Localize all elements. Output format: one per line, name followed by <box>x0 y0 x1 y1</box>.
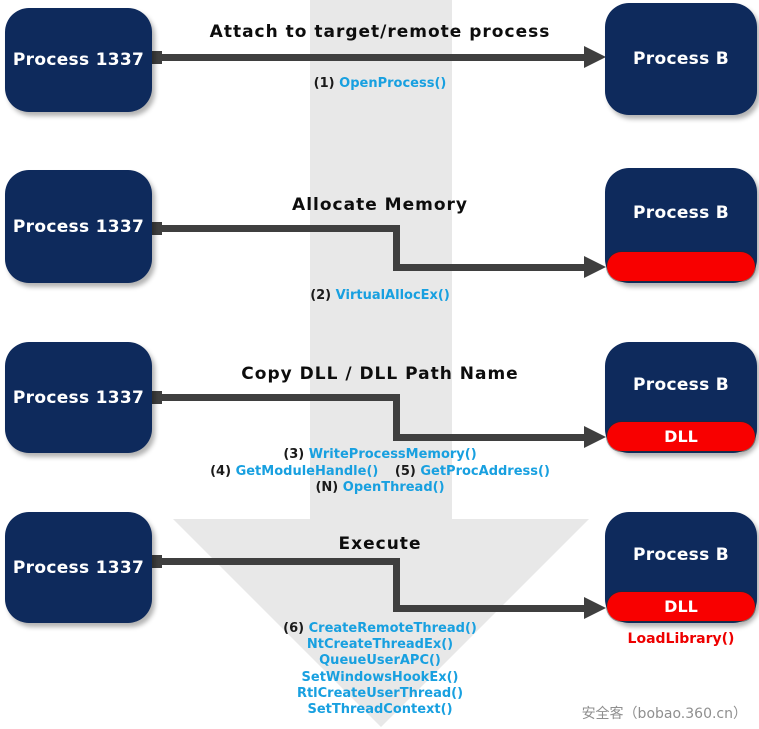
call-number: (3) <box>283 447 305 462</box>
loadlibrary-caption: LoadLibrary() <box>627 631 735 647</box>
arrow-line-step1 <box>150 54 586 61</box>
dll-label: DLL <box>664 427 698 446</box>
api-function-name: QueueUserAPC() <box>319 653 441 669</box>
call-number: (5) <box>394 463 416 479</box>
arrowhead-icon-step2 <box>584 256 606 278</box>
injected-dll-region: DLL <box>607 422 755 451</box>
step1-api-calls: (1) OpenProcess() <box>314 76 447 93</box>
call-number: (4) <box>210 463 232 479</box>
arrow-line-step4-h2 <box>393 605 586 612</box>
arrow-line-step3-h2 <box>393 434 586 441</box>
step4-api-calls: (6) CreateRemoteThread() NtCreateThreadE… <box>283 621 477 718</box>
api-function-name: SetWindowsHookEx() <box>301 669 459 685</box>
call-number: (1) <box>313 76 335 91</box>
arrow-line-step4-h1 <box>150 558 400 565</box>
process-1337-box-step1: Process 1337 <box>5 8 152 112</box>
api-function-name: CreateRemoteThread() <box>308 621 477 636</box>
watermark: 安全客（bobao.360.cn） <box>581 706 747 722</box>
step3-api-calls: (3) WriteProcessMemory() (4) GetModuleHa… <box>210 447 550 497</box>
step2-api-calls: (2) VirtualAllocEx() <box>310 288 450 305</box>
big-down-arrow-shaft <box>310 0 452 520</box>
process-b-label: Process B <box>633 374 729 395</box>
process-b-box-step4: Process B DLL <box>605 512 757 623</box>
arrow-line-step4-v <box>393 558 400 612</box>
process-1337-box-step4: Process 1337 <box>5 512 152 623</box>
arrow-line-step2-h2 <box>393 264 586 271</box>
call-number: (N) <box>315 480 339 495</box>
process-b-box-step2: Process B <box>605 168 757 283</box>
arrow-line-step3-h1 <box>150 394 400 401</box>
arrowhead-icon-step4 <box>584 597 606 619</box>
call-number: (6) <box>283 621 305 636</box>
process-1337-box-step2: Process 1337 <box>5 170 152 283</box>
big-down-arrow-head-icon <box>173 519 589 727</box>
process-b-label: Process B <box>633 544 729 565</box>
api-function-name: VirtualAllocEx() <box>335 288 450 303</box>
api-function-name: WriteProcessMemory() <box>308 447 477 462</box>
dll-label: DLL <box>664 597 698 616</box>
step1-title: Attach to target/remote process <box>209 22 551 42</box>
process-1337-box-step3: Process 1337 <box>5 342 152 453</box>
process-1337-label: Process 1337 <box>12 50 145 70</box>
step2-title: Allocate Memory <box>292 195 468 215</box>
process-b-box-step1: Process B <box>605 3 757 115</box>
step3-title: Copy DLL / DLL Path Name <box>241 364 519 384</box>
arrow-line-step3-v <box>393 394 400 441</box>
process-1337-label: Process 1337 <box>12 557 145 578</box>
arrow-line-step2-v <box>393 225 400 271</box>
arrowhead-icon-step1 <box>584 46 606 68</box>
injected-dll-region: DLL <box>607 592 755 621</box>
step4-title: Execute <box>338 534 422 554</box>
process-1337-label: Process 1337 <box>12 216 145 237</box>
process-b-box-step3: Process B DLL <box>605 342 757 453</box>
api-function-name: GetProcAddress() <box>420 463 550 479</box>
arrowhead-icon-step3 <box>584 426 606 448</box>
api-function-name: RtlCreateUserThread() <box>296 685 464 701</box>
call-number: (2) <box>310 288 332 303</box>
allocated-memory-region <box>607 252 755 281</box>
process-1337-label: Process 1337 <box>12 387 145 408</box>
api-function-name: NtCreateThreadEx() <box>306 637 454 653</box>
api-function-name: SetThreadContext() <box>307 702 453 718</box>
api-function-name: GetModuleHandle() <box>235 463 379 479</box>
api-function-name: OpenThread() <box>342 480 445 495</box>
api-function-name: OpenProcess() <box>339 76 447 91</box>
process-b-label: Process B <box>633 49 729 69</box>
arrow-line-step2-h1 <box>150 225 400 232</box>
process-b-label: Process B <box>633 202 729 223</box>
